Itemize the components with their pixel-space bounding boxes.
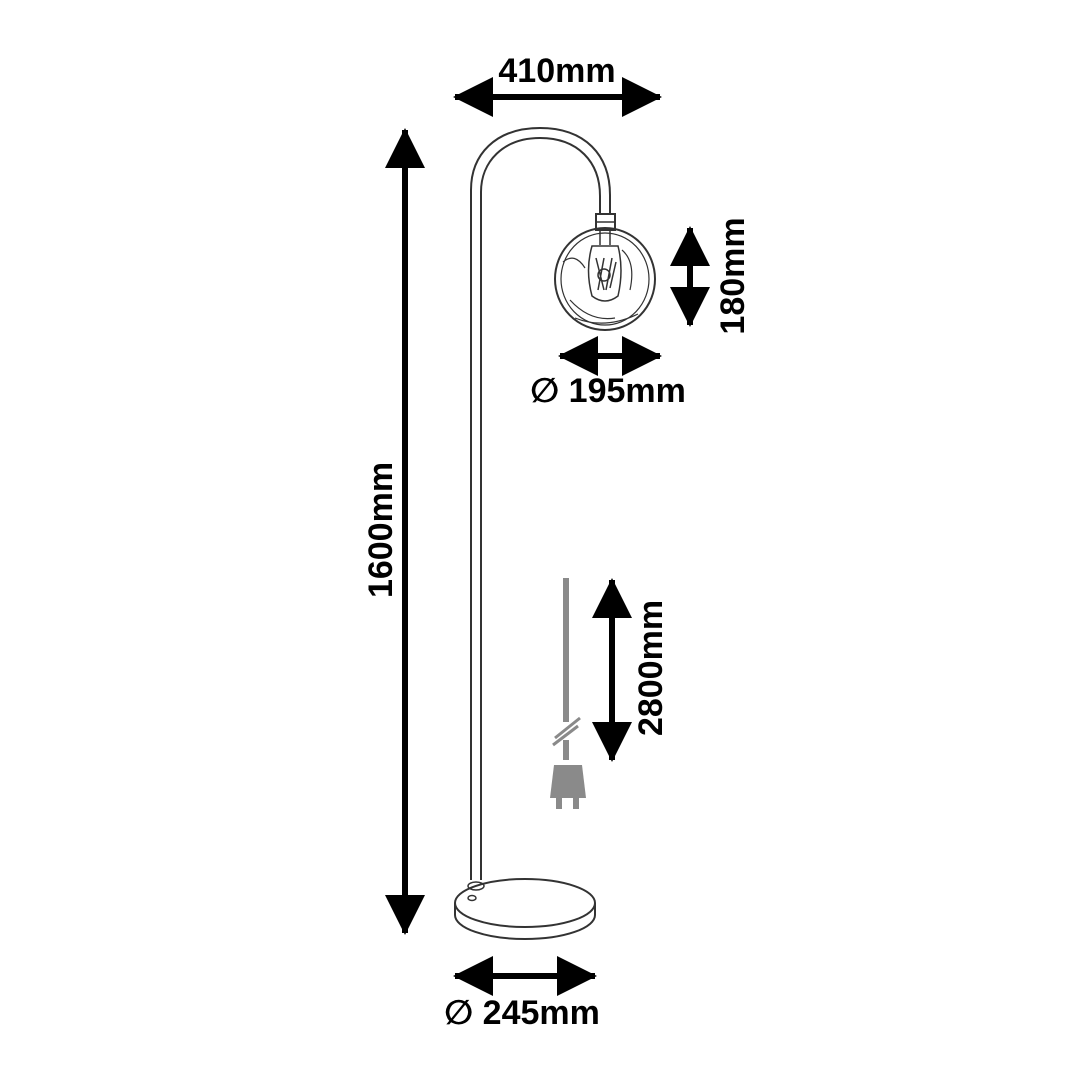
filament-bulb [587, 230, 622, 302]
glass-shade [554, 227, 656, 331]
base-diameter-label: ∅ 245mm [444, 994, 600, 1032]
lamp-base [454, 878, 596, 940]
total-width-label: 410mm [498, 52, 615, 90]
total-height-label: 1600mm [362, 462, 400, 598]
plug-icon [550, 765, 586, 809]
shade-height-label: 180mm [714, 217, 752, 334]
lamp-arm [470, 126, 611, 880]
shade-diameter-label: ∅ 195mm [530, 372, 686, 410]
cable-length-label: 2800mm [632, 600, 670, 736]
lamp-socket [595, 213, 616, 231]
power-cable [552, 578, 581, 760]
